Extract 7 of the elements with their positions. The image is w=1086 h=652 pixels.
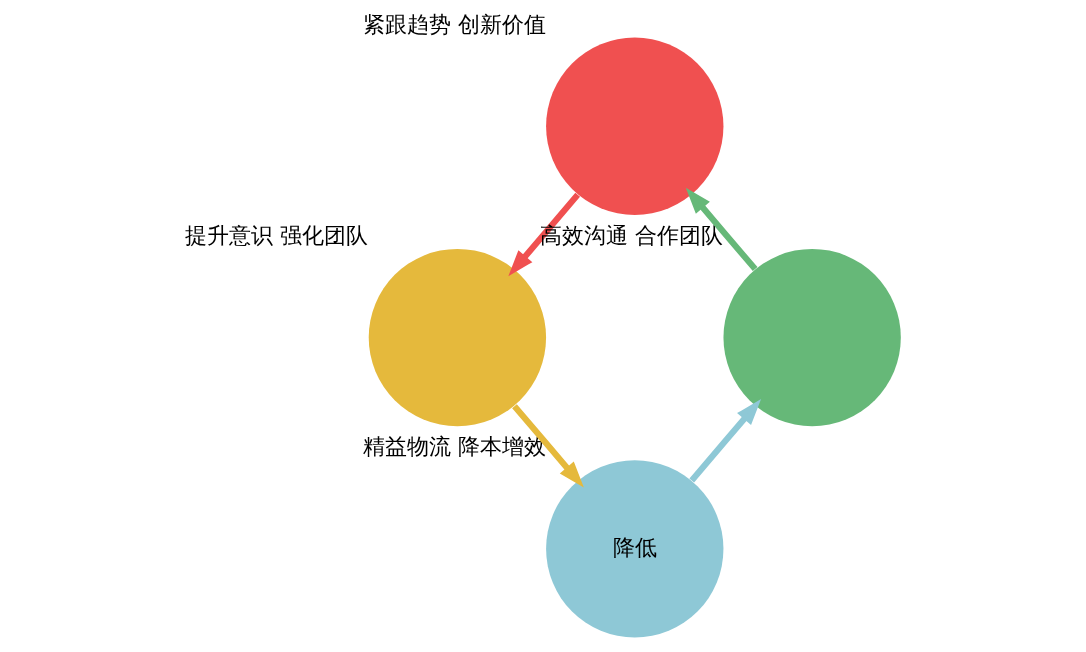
arrow — [508, 192, 581, 277]
arrow — [689, 399, 762, 483]
node-label: 提升意识 强化团队 — [185, 223, 369, 249]
node-label: 精益物流 降本增效 — [362, 434, 546, 460]
arrow — [685, 187, 758, 272]
arrow — [512, 404, 584, 488]
node-label: 紧跟趋势 创新价值 — [362, 11, 546, 37]
